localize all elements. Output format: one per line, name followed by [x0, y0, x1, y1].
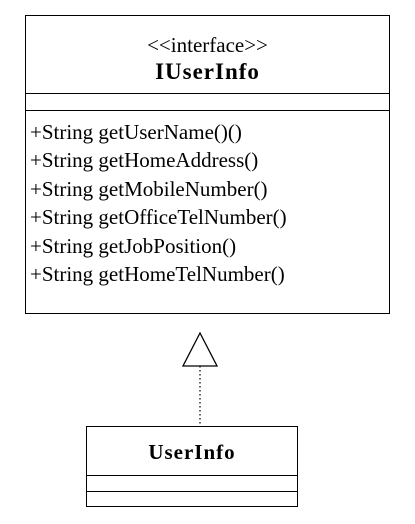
operation-item: +String getOfficeTelNumber() [30, 205, 287, 230]
interface-operations-compartment: +String getUserName()() +String getHomeA… [30, 118, 389, 288]
class-attributes-compartment [87, 475, 297, 492]
interface-class-box: <<interface>> IUserInfo +String getUserN… [25, 15, 390, 314]
operation-item: +String getUserName()() [30, 120, 242, 144]
class-name: UserInfo [148, 440, 236, 464]
operation-item: +String getJobPosition() [30, 233, 237, 258]
class-header: UserInfo [87, 427, 297, 476]
interface-name: IUserInfo [155, 59, 260, 84]
operation-item: +String getHomeAddress() [30, 148, 259, 173]
hollow-triangle-arrowhead-icon [181, 331, 219, 367]
interface-header: <<interface>> IUserInfo [26, 16, 389, 94]
implementation-class-box: UserInfo [86, 426, 298, 507]
interface-stereotype: <<interface>> [147, 33, 268, 57]
operation-item: +String getMobileNumber() [30, 176, 268, 201]
operation-item: +String getHomeTelNumber() [30, 262, 285, 287]
interface-attributes-compartment [26, 93, 389, 111]
